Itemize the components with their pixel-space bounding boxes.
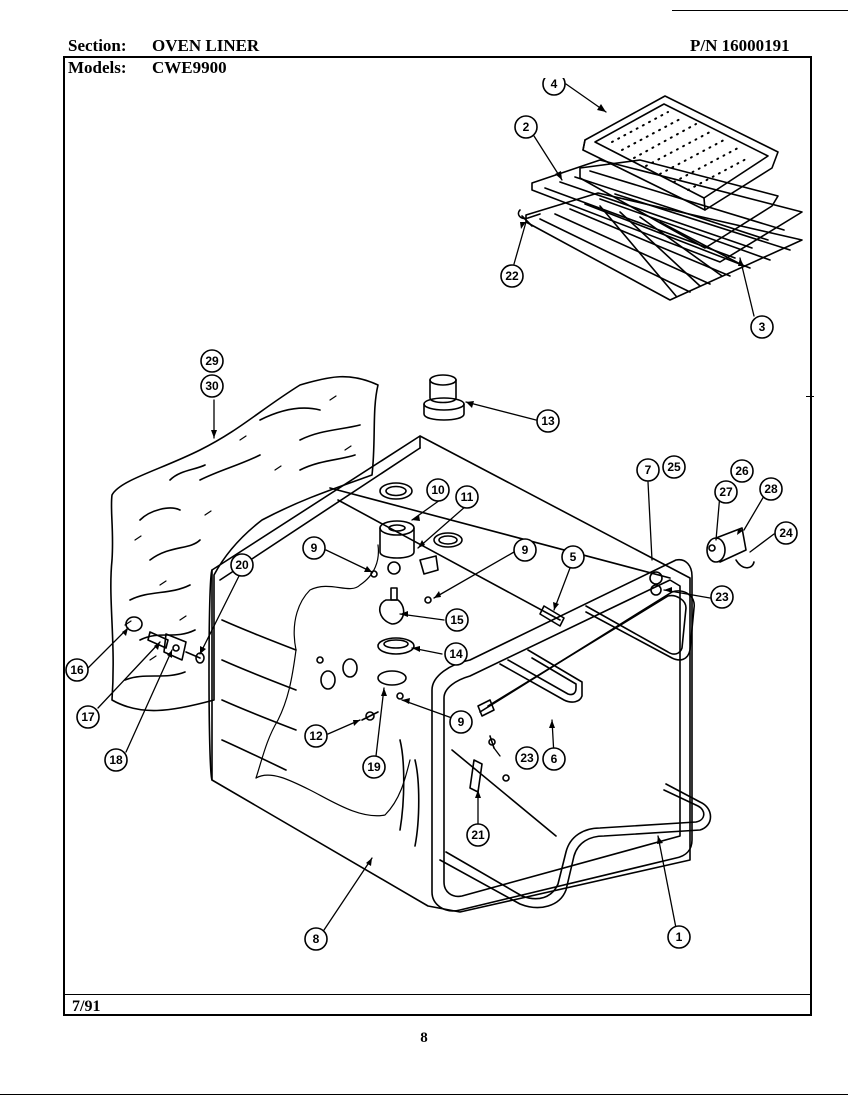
- callout-26: 26: [730, 459, 754, 483]
- callout-24: 24: [774, 521, 798, 545]
- svg-text:22: 22: [505, 269, 519, 283]
- door-switch-assembly: [706, 527, 755, 569]
- svg-text:3: 3: [759, 320, 766, 334]
- svg-text:13: 13: [541, 414, 555, 428]
- light-lens-14: [377, 637, 415, 655]
- svg-text:4: 4: [551, 78, 558, 91]
- svg-text:20: 20: [235, 558, 249, 572]
- callout-30: 30: [200, 374, 224, 398]
- svg-text:28: 28: [764, 482, 778, 496]
- svg-text:19: 19: [367, 760, 381, 774]
- callout-12: 12: [304, 724, 328, 748]
- broil-element-6: [477, 590, 695, 717]
- svg-text:24: 24: [779, 526, 793, 540]
- callout-9-right: 9: [513, 538, 537, 562]
- callout-21: 21: [466, 823, 490, 847]
- bottom-rule: [0, 1094, 848, 1095]
- callout-27: 27: [714, 480, 738, 504]
- rack-guide-22: [517, 209, 541, 227]
- callout-25: 25: [662, 455, 686, 479]
- rear-bracket-7: [649, 571, 663, 596]
- models-label: Models:: [68, 58, 127, 77]
- callout-20: 20: [230, 553, 254, 577]
- svg-text:15: 15: [450, 613, 464, 627]
- callout-1: 1: [667, 925, 691, 949]
- svg-text:18: 18: [109, 753, 123, 767]
- svg-text:12: 12: [309, 729, 323, 743]
- callout-17: 17: [76, 705, 100, 729]
- insulation-blanket: [110, 375, 379, 712]
- callout-5: 5: [561, 545, 585, 569]
- top-rule: [672, 10, 848, 11]
- section-value: OVEN LINER: [152, 36, 260, 55]
- callout-2: 2: [514, 115, 538, 139]
- svg-text:9: 9: [311, 541, 318, 555]
- callout-16: 16: [65, 658, 89, 682]
- svg-text:8: 8: [313, 932, 320, 946]
- svg-text:11: 11: [461, 490, 474, 504]
- svg-text:6: 6: [551, 752, 558, 766]
- callout-29: 29: [200, 349, 224, 373]
- revision-date: 7/91: [72, 998, 101, 1015]
- diagram-frame: [63, 56, 812, 1016]
- footer-rule: [63, 994, 812, 995]
- svg-text:29: 29: [205, 354, 219, 368]
- callout-10: 10: [426, 478, 450, 502]
- light-bulb-15: [379, 587, 405, 625]
- arrowheads: [122, 104, 744, 866]
- callout-9-lower: 9: [449, 710, 473, 734]
- frame-tick: [806, 396, 814, 397]
- callout-19: 19: [362, 755, 386, 779]
- callout-8: 8: [304, 927, 328, 951]
- callout-7: 7: [636, 458, 660, 482]
- svg-text:10: 10: [431, 483, 445, 497]
- callout-9-top: 9: [302, 536, 326, 560]
- svg-text:30: 30: [205, 379, 219, 393]
- element-bracket-5: [539, 605, 565, 627]
- svg-text:16: 16: [70, 663, 84, 677]
- callout-18: 18: [104, 748, 128, 772]
- callout-14: 14: [444, 642, 468, 666]
- bake-element-1: [439, 783, 712, 909]
- upper-component-13: [423, 374, 465, 421]
- svg-text:26: 26: [735, 464, 749, 478]
- svg-text:23: 23: [520, 751, 534, 765]
- svg-text:25: 25: [667, 460, 681, 474]
- oven-racks: [525, 159, 803, 301]
- oven-liner-body: [208, 435, 693, 913]
- svg-text:21: 21: [471, 828, 485, 842]
- callout-13: 13: [536, 409, 560, 433]
- page-number: 8: [420, 1030, 428, 1046]
- svg-text:14: 14: [449, 647, 463, 661]
- svg-text:2: 2: [523, 120, 530, 134]
- svg-text:27: 27: [719, 485, 733, 499]
- lens-ring-19: [377, 670, 407, 700]
- screws: [361, 555, 496, 749]
- callout-6: 6: [542, 747, 566, 771]
- leader-lines: [87, 83, 775, 931]
- svg-text:9: 9: [522, 543, 529, 557]
- callout-15: 15: [445, 608, 469, 632]
- svg-text:7: 7: [645, 463, 652, 477]
- light-socket-10: [379, 520, 415, 575]
- svg-text:5: 5: [570, 550, 577, 564]
- part-number: P/N 16000191: [690, 36, 790, 55]
- broiler-pan-holes: [611, 111, 749, 191]
- callout-4: 4: [542, 78, 566, 96]
- oven-liner-exploded-diagram: 4 2 22 3 29 30 13 7 25 26 27 28 24 10 11…: [65, 78, 803, 951]
- callout-22: 22: [500, 264, 524, 288]
- svg-text:23: 23: [715, 590, 729, 604]
- svg-text:1: 1: [676, 930, 683, 944]
- section-label: Section:: [68, 36, 127, 55]
- svg-text:17: 17: [81, 710, 95, 724]
- side-fasteners: [125, 616, 205, 664]
- callout-11: 11: [455, 485, 479, 509]
- callout-3: 3: [750, 315, 774, 339]
- callout-23-upper: 23: [710, 585, 734, 609]
- callout-28: 28: [759, 477, 783, 501]
- models-value: CWE9900: [152, 58, 227, 77]
- svg-text:9: 9: [458, 715, 465, 729]
- sensor-probe-21: [451, 749, 557, 837]
- callout-23-lower: 23: [515, 746, 539, 770]
